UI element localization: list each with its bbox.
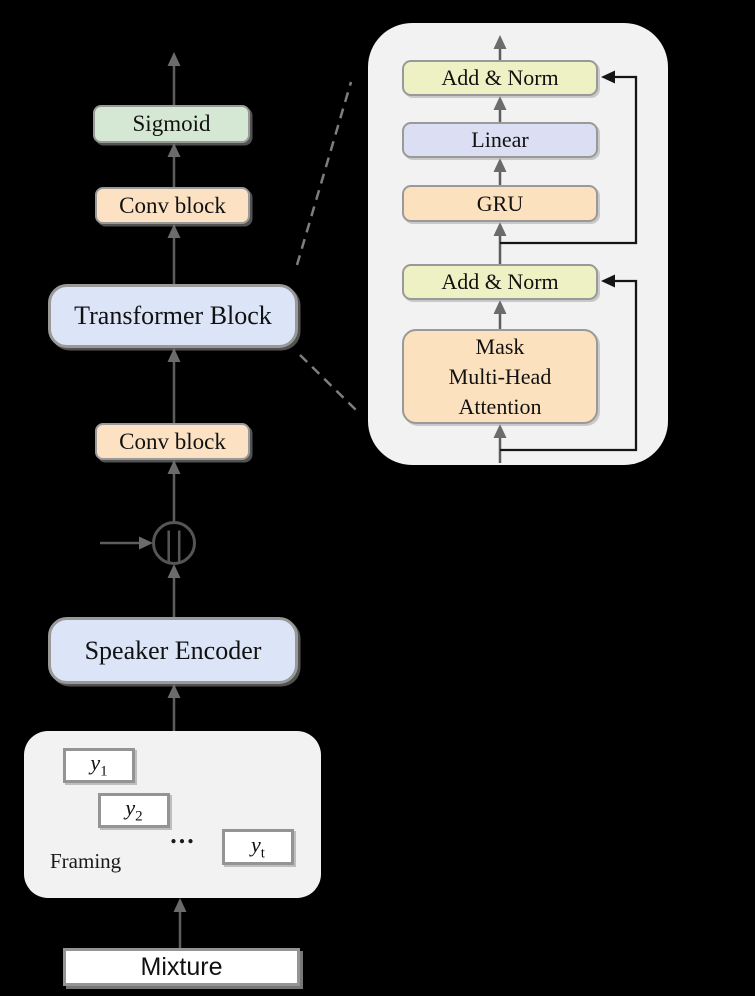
mha-label-line3: Attention	[458, 393, 542, 419]
arrowhead-up-icon	[167, 52, 181, 66]
ellipsis: ...	[170, 820, 196, 849]
sigmoid-block: Sigmoid	[93, 105, 250, 143]
arrowhead-up-icon	[173, 898, 187, 912]
add-norm-top-label: Add & Norm	[441, 65, 559, 90]
speaker-encoder-label: Speaker Encoder	[84, 635, 262, 665]
add-norm-bottom-block: Add & Norm	[402, 264, 598, 300]
concat-circle	[152, 521, 196, 565]
mixture-label: Mixture	[140, 952, 223, 981]
arrowhead-left-icon	[601, 70, 615, 84]
sigmoid-label: Sigmoid	[132, 111, 211, 136]
add-norm-bottom-label: Add & Norm	[441, 269, 559, 294]
conv-block-upper-label: Conv block	[119, 192, 226, 218]
linear-label: Linear	[471, 127, 529, 152]
residual-connection-top	[500, 75, 638, 245]
mask-multi-head-attention-block: Mask Multi-Head Attention	[402, 329, 598, 424]
frame-yt-sub: t	[260, 845, 265, 862]
residual-connection-bottom	[500, 279, 638, 452]
mha-label-line1: Mask	[475, 333, 525, 359]
frame-y1-label: y1	[90, 750, 107, 780]
concat-symbol-icon: ||	[164, 526, 185, 562]
frame-y1-var: y	[90, 750, 101, 776]
residual-connections	[500, 70, 638, 452]
mixture-block: Mixture	[63, 948, 300, 986]
frame-yt: yt	[222, 829, 294, 865]
arrowhead-up-icon	[493, 35, 507, 49]
frame-y2-var: y	[125, 795, 136, 821]
arrowhead-up-icon	[493, 300, 507, 314]
arrowhead-up-icon	[493, 96, 507, 110]
arrowheads	[139, 35, 507, 912]
arrowhead-left-icon	[601, 274, 615, 288]
frame-yt-label: yt	[251, 832, 265, 862]
gru-label: GRU	[476, 190, 524, 216]
frame-y2-sub: 2	[135, 808, 143, 825]
arrowhead-right-icon	[139, 536, 153, 550]
arrowhead-up-icon	[167, 460, 181, 474]
arrowhead-up-icon	[493, 158, 507, 172]
add-norm-top-block: Add & Norm	[402, 60, 598, 96]
arrowhead-up-icon	[167, 143, 181, 157]
mha-label-line2: Multi-Head	[448, 363, 552, 389]
flow-arrows	[100, 49, 502, 948]
arrowhead-up-icon	[167, 224, 181, 238]
transformer-block-label: Transformer Block	[74, 301, 272, 330]
arrowhead-up-icon	[167, 684, 181, 698]
framing-label: Framing	[50, 849, 122, 873]
callout-lines	[295, 81, 357, 411]
arrowhead-up-icon	[167, 564, 181, 578]
arrowhead-up-icon	[493, 424, 507, 438]
frame-y1: y1	[63, 748, 135, 783]
conv-block-lower: Conv block	[95, 423, 250, 460]
frame-yt-var: y	[251, 831, 261, 857]
arrowhead-up-icon	[493, 222, 507, 236]
frame-y1-sub: 1	[100, 763, 108, 780]
callout-line-upper	[295, 81, 353, 266]
gru-block: GRU	[402, 185, 598, 222]
callout-line-lower	[299, 354, 357, 411]
linear-block: Linear	[402, 122, 598, 158]
frame-y2: y2	[98, 793, 170, 828]
conv-block-lower-label: Conv block	[119, 428, 226, 454]
transformer-block: Transformer Block	[48, 284, 298, 348]
speaker-encoder-block: Speaker Encoder	[48, 617, 298, 684]
conv-block-upper: Conv block	[95, 187, 250, 224]
frame-y2-label: y2	[125, 795, 142, 825]
arrowhead-up-icon	[167, 348, 181, 362]
